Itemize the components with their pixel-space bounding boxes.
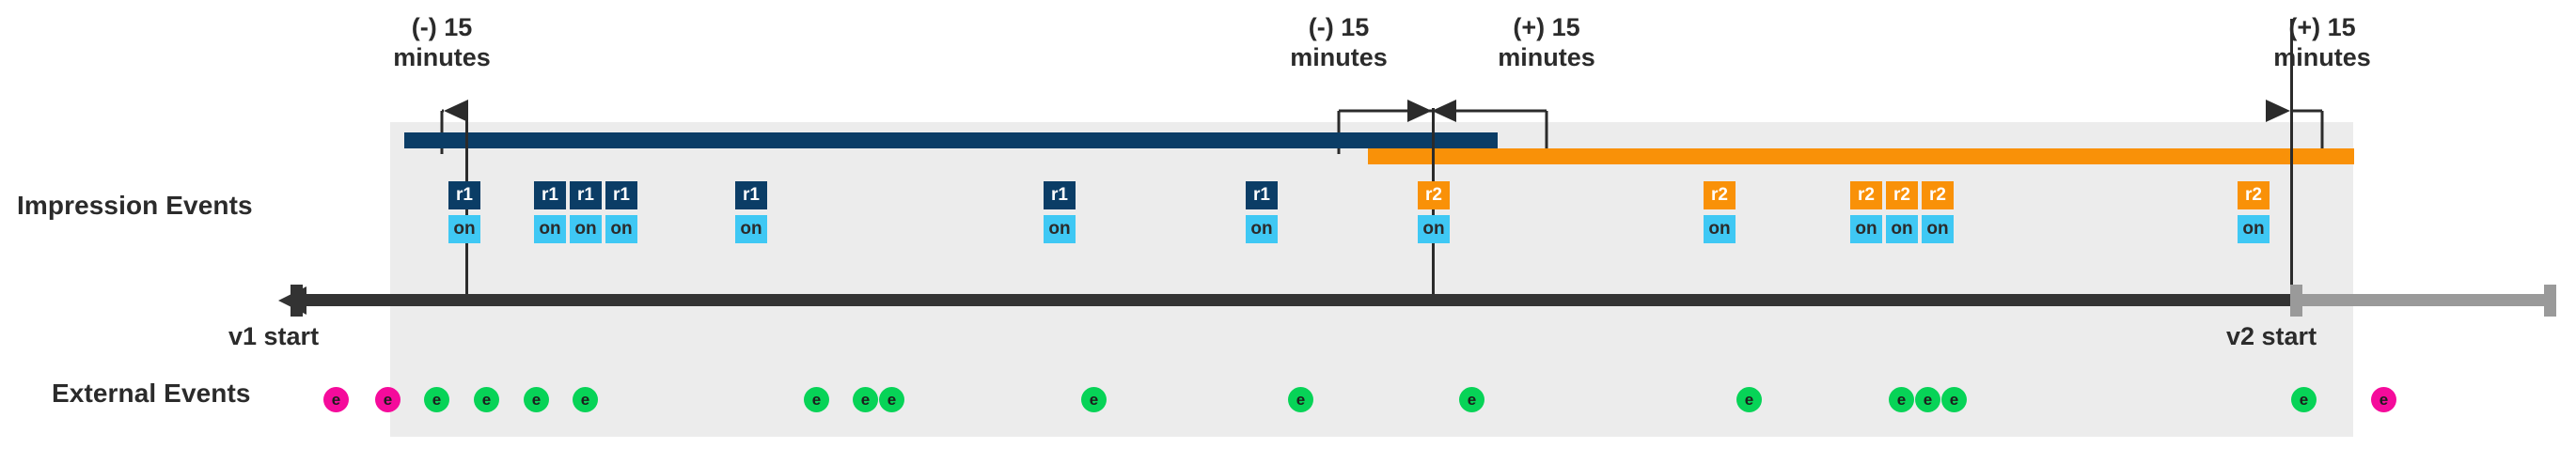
impression-state-badge: on bbox=[1922, 215, 1954, 243]
external-event-dot[interactable]: e bbox=[853, 387, 878, 412]
impression-rule-badge: r2 bbox=[1850, 181, 1882, 209]
external-event-dot[interactable]: e bbox=[1459, 387, 1484, 412]
impression-state-badge: on bbox=[1850, 215, 1882, 243]
axis-end-cap bbox=[2544, 285, 2556, 317]
impression-event[interactable]: r1 on bbox=[1044, 181, 1076, 243]
axis-end-label: v2 start bbox=[2226, 322, 2317, 350]
impression-state-badge: on bbox=[1704, 215, 1736, 243]
impression-state-badge: on bbox=[1418, 215, 1450, 243]
impression-rule-badge: r1 bbox=[735, 181, 767, 209]
impression-state-badge: on bbox=[735, 215, 767, 243]
highlight-band bbox=[390, 122, 2353, 437]
period-bar-v1 bbox=[404, 132, 1498, 148]
annotation-line-2: minutes bbox=[1290, 42, 1388, 71]
external-event-dot[interactable]: e bbox=[424, 387, 449, 412]
impression-events-row-label: Impression Events bbox=[17, 191, 253, 220]
external-events-row-label: External Events bbox=[52, 379, 251, 408]
impression-event[interactable]: r2 on bbox=[1886, 181, 1918, 243]
impression-event[interactable]: r1 on bbox=[534, 181, 566, 243]
impression-event[interactable]: r2 on bbox=[1704, 181, 1736, 243]
impression-event[interactable]: r1 on bbox=[735, 181, 767, 243]
external-event-dot[interactable]: e bbox=[573, 387, 598, 412]
annotation-line-2: minutes bbox=[393, 42, 491, 71]
impression-rule-badge: r2 bbox=[1418, 181, 1450, 209]
impression-rule-badge: r2 bbox=[2238, 181, 2270, 209]
impression-state-badge: on bbox=[605, 215, 637, 243]
annotation-line-2: minutes bbox=[1498, 42, 1595, 71]
external-event-dot[interactable]: e bbox=[375, 387, 401, 412]
impression-rule-badge: r1 bbox=[448, 181, 480, 209]
external-event-dot[interactable]: e bbox=[804, 387, 829, 412]
annotation-line-1: (+) 15 bbox=[1513, 13, 1580, 41]
impression-state-badge: on bbox=[534, 215, 566, 243]
impression-event[interactable]: r1 on bbox=[1246, 181, 1278, 243]
impression-rule-badge: r1 bbox=[605, 181, 637, 209]
external-event-dot[interactable]: e bbox=[1915, 387, 1940, 412]
external-event-dot[interactable]: e bbox=[879, 387, 904, 412]
impression-event[interactable]: r1 on bbox=[570, 181, 602, 243]
impression-state-badge: on bbox=[2238, 215, 2270, 243]
external-event-dot[interactable]: e bbox=[2291, 387, 2317, 412]
impression-event[interactable]: r1 on bbox=[448, 181, 480, 243]
annotation-line-1: (-) 15 bbox=[411, 13, 473, 41]
impression-event[interactable]: r2 on bbox=[1850, 181, 1882, 243]
external-event-dot[interactable]: e bbox=[1081, 387, 1107, 412]
impression-rule-badge: r1 bbox=[570, 181, 602, 209]
annotation-line-2: minutes bbox=[2273, 42, 2371, 71]
impression-rule-badge: r2 bbox=[1886, 181, 1918, 209]
axis-active-segment bbox=[291, 294, 2290, 306]
period-bar-v2 bbox=[1368, 148, 2354, 164]
impression-state-badge: on bbox=[1044, 215, 1076, 243]
impression-state-badge: on bbox=[1886, 215, 1918, 243]
impression-event[interactable]: r1 on bbox=[605, 181, 637, 243]
external-event-dot[interactable]: e bbox=[1736, 387, 1762, 412]
annotation-line-1: (-) 15 bbox=[1308, 13, 1370, 41]
impression-rule-badge: r1 bbox=[1246, 181, 1278, 209]
external-event-dot[interactable]: e bbox=[474, 387, 499, 412]
external-event-dot[interactable]: e bbox=[1889, 387, 1914, 412]
external-event-dot[interactable]: e bbox=[524, 387, 549, 412]
impression-state-badge: on bbox=[570, 215, 602, 243]
axis-inactive-segment bbox=[2290, 294, 2556, 306]
impression-rule-badge: r1 bbox=[534, 181, 566, 209]
annotation-arrow bbox=[2266, 100, 2324, 154]
axis-left-arrowhead bbox=[278, 286, 306, 315]
impression-event[interactable]: r2 on bbox=[1418, 181, 1450, 243]
axis-start-label: v1 start bbox=[228, 322, 320, 350]
impression-event[interactable]: r2 on bbox=[1922, 181, 1954, 243]
impression-state-badge: on bbox=[1246, 215, 1278, 243]
external-event-dot[interactable]: e bbox=[2371, 387, 2396, 412]
impression-rule-badge: r1 bbox=[1044, 181, 1076, 209]
impression-event[interactable]: r2 on bbox=[2238, 181, 2270, 243]
external-event-dot[interactable]: e bbox=[323, 387, 349, 412]
impression-rule-badge: r2 bbox=[1922, 181, 1954, 209]
external-event-dot[interactable]: e bbox=[1288, 387, 1313, 412]
impression-rule-badge: r2 bbox=[1704, 181, 1736, 209]
external-event-dot[interactable]: e bbox=[1941, 387, 1967, 412]
annotation-arrow bbox=[1407, 100, 1548, 154]
marker-line bbox=[2290, 19, 2293, 296]
impression-state-badge: on bbox=[448, 215, 480, 243]
annotation-line-1: (+) 15 bbox=[2288, 13, 2356, 41]
